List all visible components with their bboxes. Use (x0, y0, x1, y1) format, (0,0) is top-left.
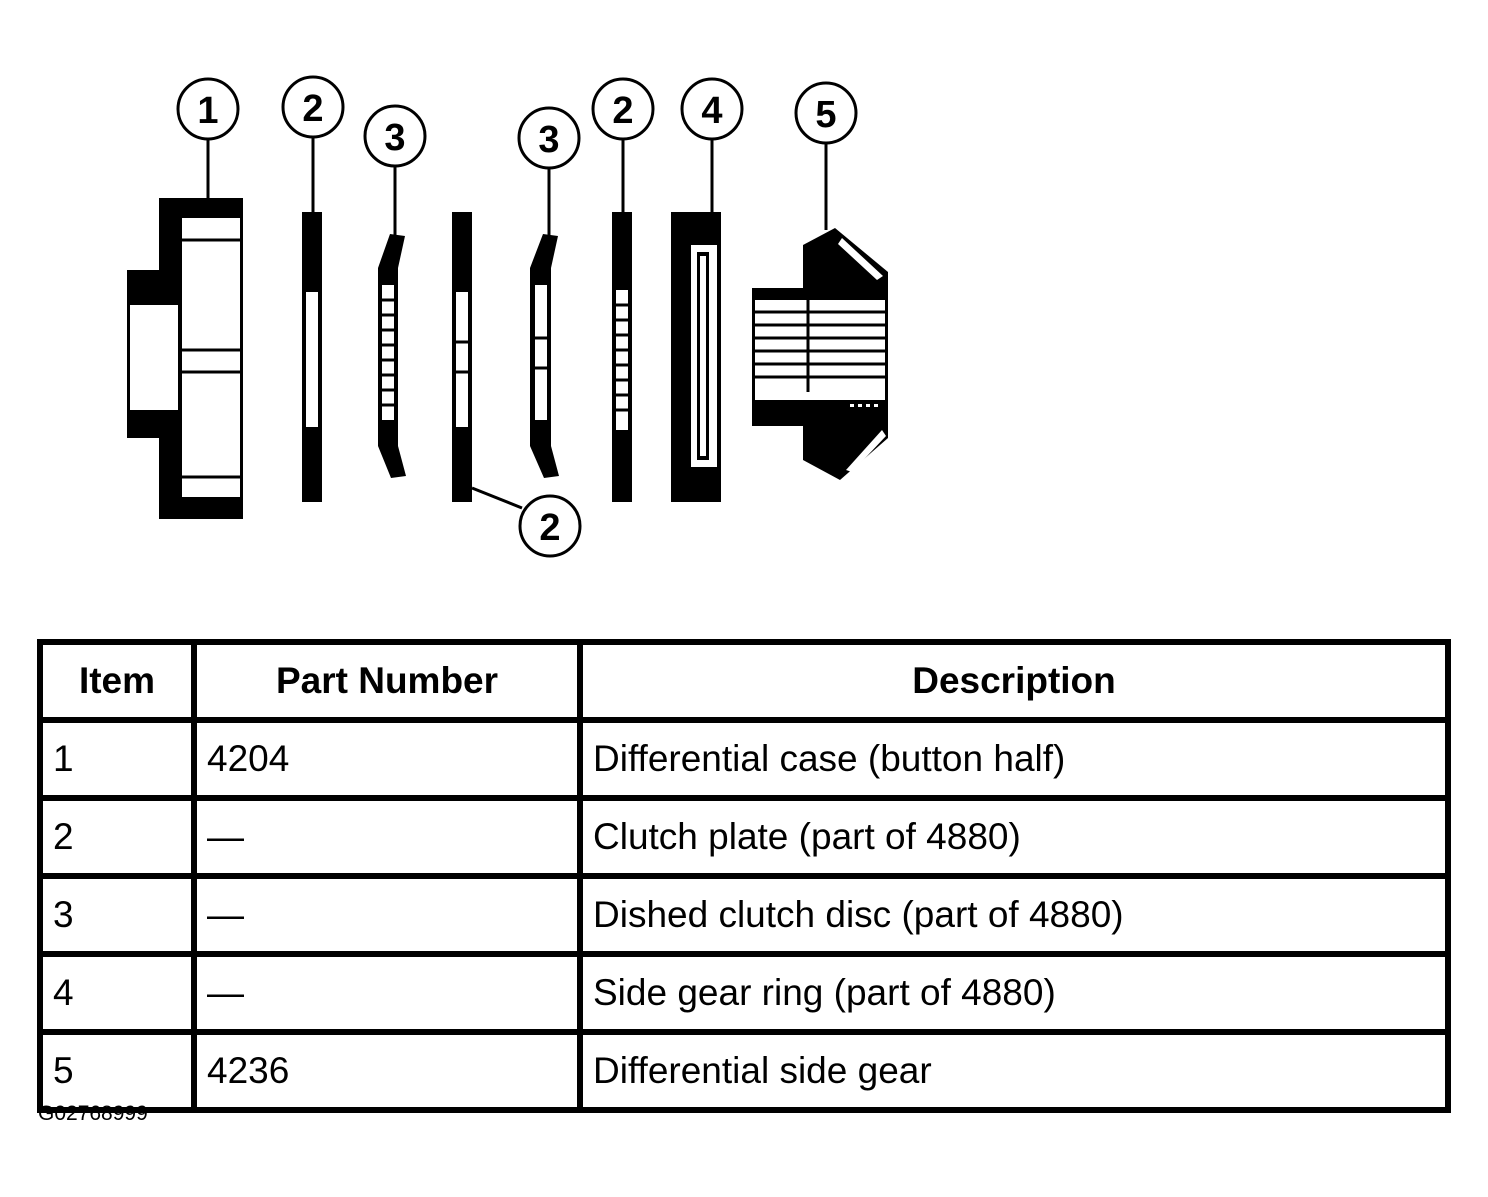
svg-text:2: 2 (539, 507, 560, 549)
part-clutch-plate-left (302, 212, 322, 502)
part-clutch-plate-right (612, 212, 632, 502)
figure-code: G02768999 (38, 1102, 148, 1125)
callout-3-right: 3 (517, 106, 581, 170)
table-row: 2 — Clutch plate (part of 4880) (37, 795, 1451, 879)
part-differential-case (127, 198, 243, 519)
svg-text:3: 3 (538, 119, 559, 161)
part-differential-side-gear (752, 228, 888, 480)
callout-3-left: 3 (363, 104, 427, 168)
cell-item: 1 (37, 717, 197, 801)
table-header-row: Item Part Number Description (37, 639, 1451, 723)
svg-text:4: 4 (701, 90, 722, 132)
svg-text:1: 1 (197, 90, 218, 132)
header-part-number: Part Number (191, 639, 583, 723)
callout-2-left: 2 (281, 75, 345, 139)
callout-2-bottom: 2 (518, 494, 582, 558)
callout-4: 4 (680, 77, 744, 141)
cell-part-number: 4204 (191, 717, 583, 801)
leader-lines (206, 137, 828, 510)
callout-1: 1 (176, 77, 240, 141)
callout-5: 5 (794, 81, 858, 145)
table-row: 3 — Dished clutch disc (part of 4880) (37, 873, 1451, 957)
cell-description: Side gear ring (part of 4880) (577, 951, 1451, 1035)
svg-text:3: 3 (384, 117, 405, 159)
parts-table: Item Part Number Description 1 4204 Diff… (37, 639, 1451, 1113)
part-clutch-plate-middle (452, 212, 472, 502)
cell-item: 3 (37, 873, 197, 957)
cell-description: Dished clutch disc (part of 4880) (577, 873, 1451, 957)
cell-item: 2 (37, 795, 197, 879)
svg-text:5: 5 (815, 94, 836, 136)
cell-description: Differential side gear (577, 1029, 1451, 1113)
table-row: 1 4204 Differential case (button half) (37, 717, 1451, 801)
part-dished-clutch-disc-right (530, 234, 559, 478)
table-row: 5 4236 Differential side gear (37, 1029, 1451, 1113)
callout-2-right: 2 (591, 77, 655, 141)
part-dished-clutch-disc-left (378, 234, 406, 478)
cell-item: 4 (37, 951, 197, 1035)
svg-text:2: 2 (302, 88, 323, 130)
cell-item: 5 (37, 1029, 197, 1113)
cell-part-number: — (191, 951, 583, 1035)
cell-description: Clutch plate (part of 4880) (577, 795, 1451, 879)
cell-part-number: — (191, 873, 583, 957)
table-row: 4 — Side gear ring (part of 4880) (37, 951, 1451, 1035)
cell-part-number: — (191, 795, 583, 879)
part-side-gear-ring (671, 212, 721, 502)
cell-description: Differential case (button half) (577, 717, 1451, 801)
exploded-parts-diagram: 1 2 3 3 2 4 5 2 (127, 75, 888, 558)
svg-text:2: 2 (612, 90, 633, 132)
cell-part-number: 4236 (191, 1029, 583, 1113)
header-description: Description (577, 639, 1451, 723)
header-item: Item (37, 639, 197, 723)
